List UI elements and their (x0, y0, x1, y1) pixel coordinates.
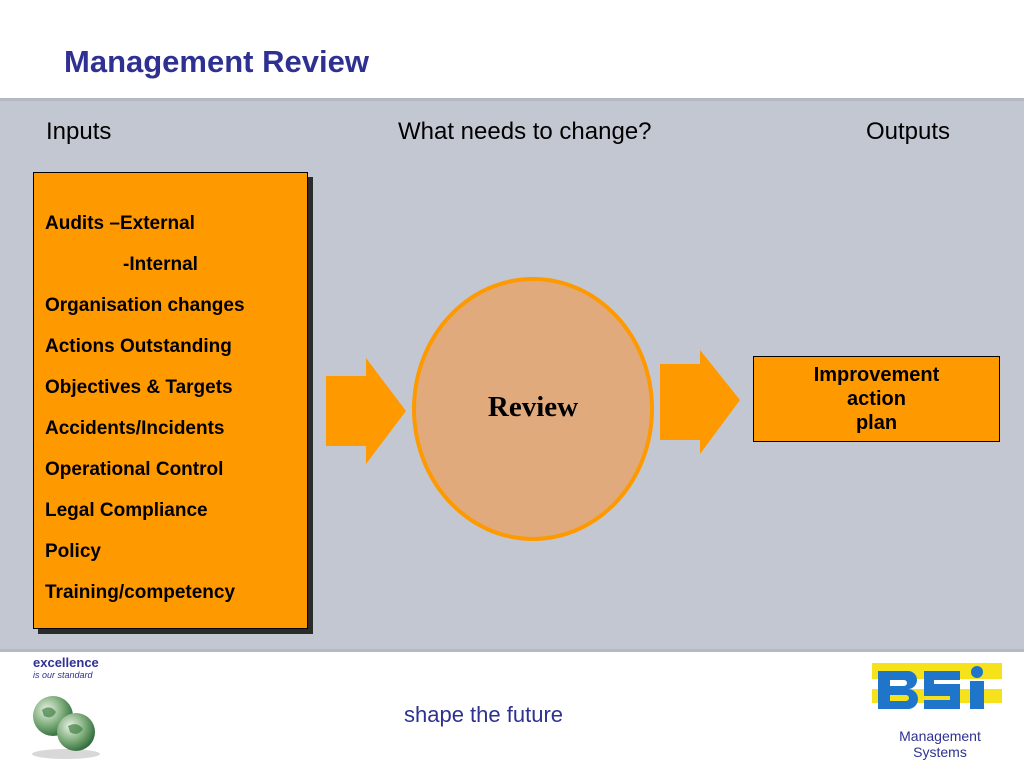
input-item: Operational Control (45, 459, 224, 480)
excellence-text: excellence (33, 655, 99, 670)
bsi-line: Systems (913, 744, 967, 760)
inputs-heading: Inputs (46, 118, 112, 145)
output-arrow-icon (660, 350, 740, 454)
output-line: Improvement (813, 364, 940, 386)
excellence-logo: excellence is our standard (33, 655, 99, 681)
input-item: Legal Compliance (45, 500, 208, 521)
input-arrow-icon (326, 358, 406, 464)
input-item: Organisation changes (45, 295, 245, 316)
input-item: Actions Outstanding (45, 336, 232, 357)
bsi-logo-icon (872, 663, 1002, 709)
input-item: Training/competency (45, 582, 236, 603)
outputs-heading: Outputs (866, 118, 951, 145)
inputs-list: Audits –External -Internal Organisation … (45, 203, 307, 613)
excellence-subtext: is our standard (33, 670, 93, 680)
output-line: action (847, 388, 906, 410)
globes-icon (32, 696, 100, 759)
input-item: Audits –External (45, 213, 195, 234)
review-circle: Review (412, 277, 654, 541)
input-item: Accidents/Incidents (45, 418, 225, 439)
input-item: -Internal (123, 254, 198, 275)
change-heading: What needs to change? (398, 118, 652, 145)
review-label: Review (487, 390, 579, 423)
output-line: plan (855, 412, 898, 434)
bsi-logo-text: Management Systems (884, 728, 996, 760)
outputs-box: Improvement action plan (753, 356, 1000, 442)
inputs-box: Audits –External -Internal Organisation … (33, 172, 308, 629)
input-item: Objectives & Targets (45, 377, 233, 398)
input-item: Policy (45, 541, 101, 562)
slide-title: Management Review (64, 44, 369, 79)
outputs-text: Improvement action plan (814, 363, 940, 435)
tagline: shape the future (404, 702, 564, 727)
bsi-line: Management (899, 728, 981, 744)
